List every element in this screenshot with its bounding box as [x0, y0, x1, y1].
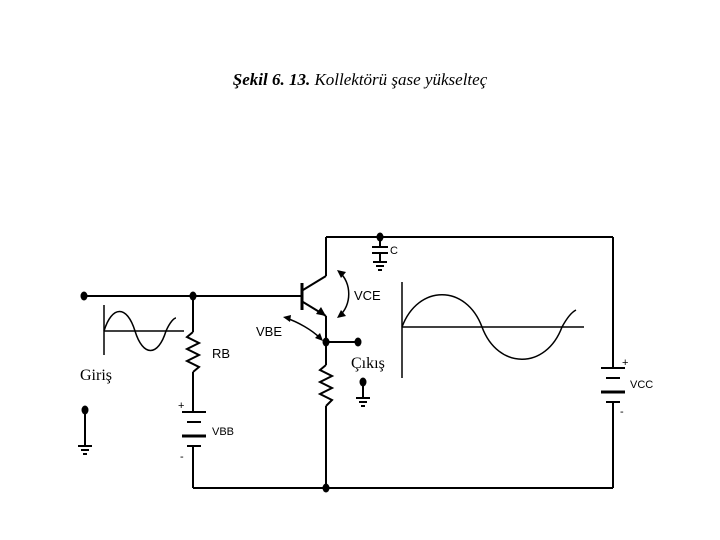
vbe-arrow — [285, 317, 321, 339]
output-terminal-dot — [354, 337, 362, 347]
input-ground-dot — [81, 405, 89, 415]
vce-arrowhead-bottom — [337, 310, 346, 318]
capacitor-label: C — [390, 245, 398, 257]
vbb-plus-sign: + — [178, 400, 184, 412]
output-label: Çıkış — [351, 355, 385, 372]
rb-resistor — [184, 331, 202, 373]
input-terminal-dot — [80, 291, 88, 301]
figure-number: Şekil 6. 13. — [232, 70, 311, 89]
vbe-arrowhead-left — [283, 315, 291, 322]
output-ground-dot — [359, 377, 367, 387]
junction-dot-capacitor — [376, 232, 384, 242]
emitter-resistor — [317, 364, 335, 407]
figure-caption: Şekil 6. 13. Kollektörü şase yükselteç — [0, 70, 720, 90]
vbe-label: VBE — [256, 324, 282, 339]
figure-title: Kollektörü şase yükselteç — [314, 70, 488, 89]
vce-arrow — [338, 271, 350, 317]
vbb-minus-sign: - — [180, 451, 184, 463]
vcc-label: VCC — [630, 379, 653, 391]
junction-dot-rb — [189, 291, 197, 301]
output-sine-wave — [401, 294, 577, 360]
input-label: Giriş — [80, 367, 112, 384]
emitter-arrowhead — [316, 307, 326, 316]
rb-label: RB — [212, 346, 230, 361]
vcc-minus-sign: - — [620, 406, 624, 418]
vbb-label: VBB — [212, 426, 234, 438]
junction-dot-bottom — [322, 483, 330, 493]
vce-label: VCE — [354, 288, 381, 303]
junction-dot-emitter — [322, 337, 330, 347]
transistor-collector — [302, 275, 327, 291]
vcc-plus-sign: + — [622, 357, 628, 369]
vbe-arrowhead-right — [315, 333, 323, 341]
input-sine-wave — [103, 310, 177, 352]
vce-arrowhead-top — [337, 270, 346, 278]
